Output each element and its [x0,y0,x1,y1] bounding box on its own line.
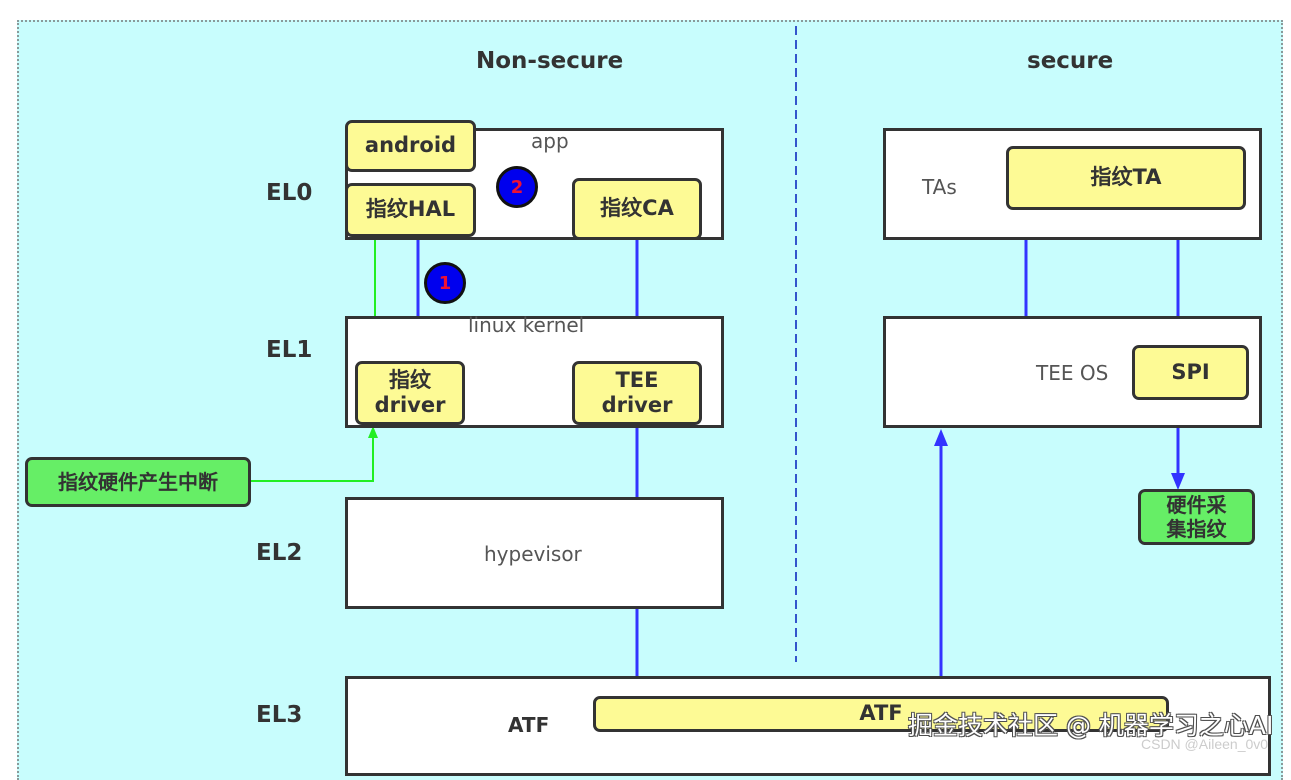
linux-kernel-label: linux kernel [468,313,585,337]
level-label-el3: EL3 [256,702,303,728]
hypervisor-layer: hypevisor [345,497,724,609]
fingerprint-ta-box[interactable]: 指纹TA [1006,146,1246,210]
spi-box[interactable]: SPI [1132,345,1249,400]
level-label-el1: EL1 [266,337,313,363]
fingerprint-ca-box[interactable]: 指纹CA [572,178,702,240]
android-box[interactable]: android [345,120,476,172]
level-label-el2: EL2 [256,540,303,566]
zone-title-non-secure: Non-secure [476,48,624,74]
tas-label: TAs [922,175,957,199]
watermark-main: 掘金技术社区 @ 机器学习之心AI [908,711,1274,740]
app-layer-label: app [531,129,569,153]
fingerprint-driver-box[interactable]: 指纹 driver [355,361,465,425]
zone-title-secure: secure [1027,48,1114,74]
hypervisor-label: hypevisor [484,542,582,566]
watermark-credit: CSDN @Aileen_0v0 [1141,736,1269,752]
fingerprint-interrupt-box[interactable]: 指纹硬件产生中断 [25,457,251,507]
fingerprint-hal-box[interactable]: 指纹HAL [345,183,476,237]
atf-layer-label: ATF [508,713,550,737]
tee-os-label: TEE OS [1036,361,1109,385]
atf-box[interactable]: ATF [593,696,1169,732]
level-label-el0: EL0 [266,180,313,206]
tee-os-layer: TEE OS [883,316,1262,428]
tee-driver-box[interactable]: TEE driver [572,361,702,425]
step-badge-1: 1 [424,262,466,304]
step-badge-2: 2 [496,166,538,208]
hw-capture-box[interactable]: 硬件采 集指纹 [1138,489,1255,545]
